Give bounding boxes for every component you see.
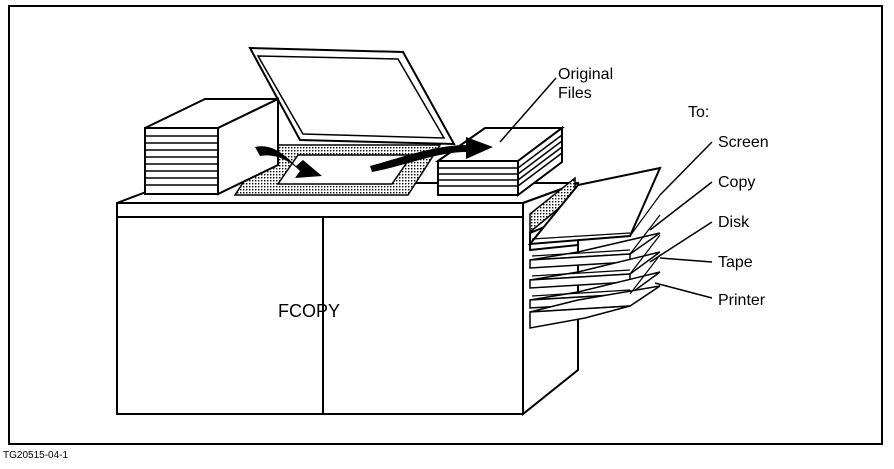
original-files-label: Original Files <box>558 65 628 103</box>
leader-original-files <box>499 77 557 143</box>
leader-copy <box>649 181 713 231</box>
destinations-heading: To: <box>688 104 710 121</box>
source-paper-stack <box>144 97 279 196</box>
scanner-lid <box>248 46 456 146</box>
leader-disk <box>649 221 713 263</box>
flow-arrow-right <box>370 137 493 172</box>
fcopy-title: FCOPY <box>278 301 341 321</box>
diagram-frame <box>8 5 883 445</box>
output-trays <box>527 166 662 329</box>
destination-copy-label: Copy <box>718 174 756 191</box>
destination-printer-label: Printer <box>718 292 766 309</box>
machine-body <box>116 176 579 417</box>
leader-screen <box>659 141 713 196</box>
flow-arrow-left <box>255 146 322 178</box>
destination-screen-label: Screen <box>718 134 769 151</box>
leader-tape <box>659 257 713 263</box>
destination-tape-label: Tape <box>718 254 753 271</box>
destination-disk-label: Disk <box>718 214 750 231</box>
leader-lines <box>499 77 713 299</box>
figure-id: TG20515-04-1 <box>3 450 69 461</box>
leader-printer <box>654 282 713 299</box>
original-files-text: Original Files <box>558 66 614 102</box>
